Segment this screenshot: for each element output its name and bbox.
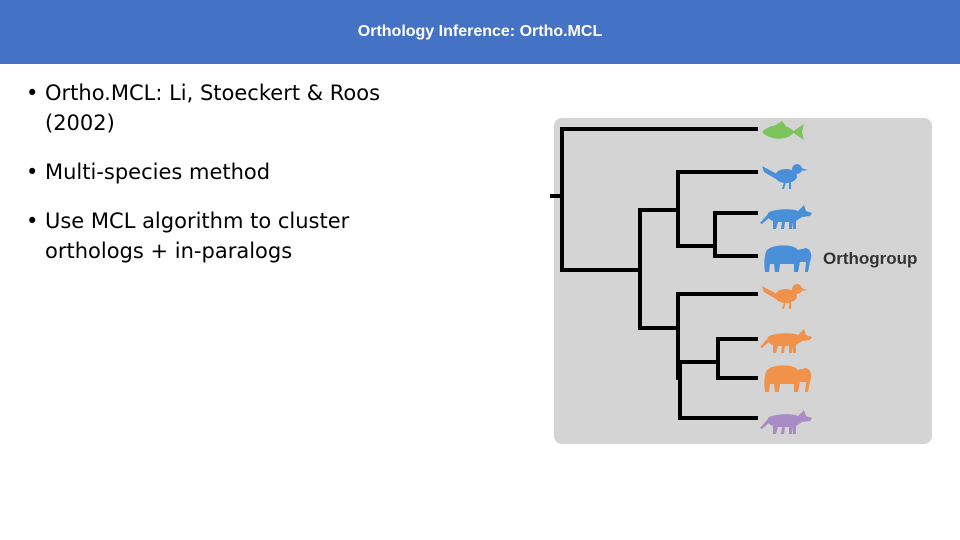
bullet-item-multispecies: Multi-species method	[26, 157, 446, 187]
figure-panel	[554, 118, 932, 444]
orthogroup-label: Orthogroup	[823, 249, 917, 268]
tree-branches	[550, 127, 758, 420]
phylogeny-figure: Orthogroup	[550, 116, 934, 446]
bullet-item-mcl: Use MCL algorithm to cluster orthologs +…	[26, 206, 446, 266]
bullet-list: Ortho.MCL: Li, Stoeckert & Roos (2002) M…	[26, 78, 446, 266]
phylogeny-svg: Orthogroup	[550, 118, 932, 444]
title-bar: Orthology Inference: Ortho.MCL	[0, 0, 960, 64]
bullet-item-orthomcl: Ortho.MCL: Li, Stoeckert & Roos (2002)	[26, 78, 446, 138]
slide-title: Orthology Inference: Ortho.MCL	[357, 23, 603, 40]
